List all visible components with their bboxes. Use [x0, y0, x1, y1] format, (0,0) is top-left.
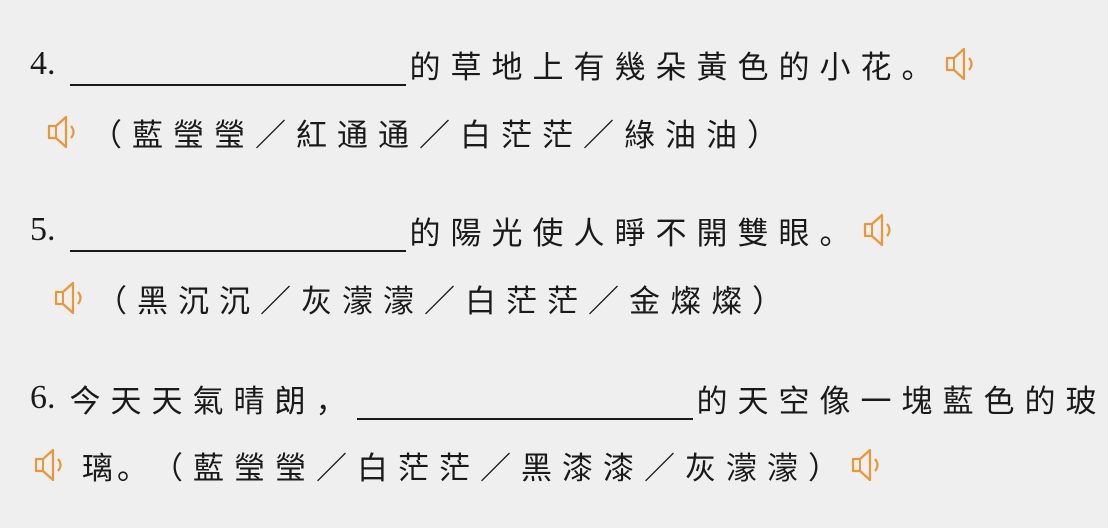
speaker-icon[interactable] [45, 113, 83, 151]
speaker-icon[interactable] [849, 446, 887, 484]
question-6-continuation: 璃。 （藍瑩瑩／白茫茫／黑漆漆／灰濛濛） [32, 443, 887, 487]
options-text: （黑沉沉／灰濛濛／白茫茫／金燦燦） [96, 283, 793, 320]
answer-blank [356, 388, 693, 420]
answer-blank [69, 220, 406, 252]
question-number: 4. [30, 45, 56, 82]
question-5-options: （黑沉沉／灰濛濛／白茫茫／金燦燦） [52, 276, 793, 320]
question-4: 4. 的草地上有幾朵黃色的小花。 [30, 42, 981, 86]
speaker-icon[interactable] [52, 279, 90, 317]
question-number: 5. [30, 211, 56, 248]
options-text: （藍瑩瑩／紅通通／白茫茫／綠油油） [91, 117, 788, 154]
speaker-icon[interactable] [861, 211, 899, 249]
question-text-before: 今天天氣晴朗， [69, 383, 357, 420]
question-text-continuation: 璃。 [82, 450, 152, 487]
question-text: 的天空像一塊藍色的玻 [696, 383, 1107, 420]
speaker-icon[interactable] [32, 446, 70, 484]
question-text: 的草地上有幾朵黃色的小花。 [409, 49, 943, 86]
question-text: 的陽光使人睜不開雙眼。 [409, 215, 861, 252]
answer-blank [69, 54, 406, 86]
question-4-options: （藍瑩瑩／紅通通／白茫茫／綠油油） [45, 110, 788, 154]
question-6: 6. 今天天氣晴朗， 的天空像一塊藍色的玻 [30, 376, 1107, 420]
question-5: 5. 的陽光使人睜不開雙眼。 [30, 208, 899, 252]
options-text: （藍瑩瑩／白茫茫／黑漆漆／灰濛濛） [152, 450, 849, 487]
speaker-icon[interactable] [943, 45, 981, 83]
question-number: 6. [30, 379, 56, 416]
